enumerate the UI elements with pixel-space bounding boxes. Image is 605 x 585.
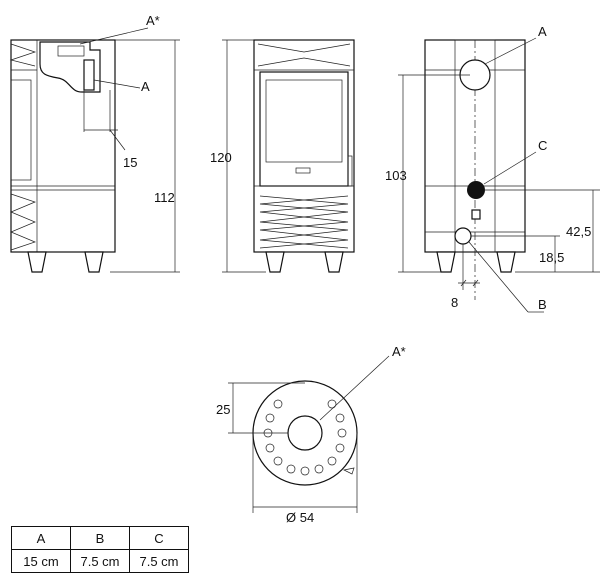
- top-dimension-25: 25: [216, 402, 230, 417]
- side-view: [9, 27, 180, 273]
- outlet-b: [454, 227, 472, 245]
- front-door: [259, 71, 349, 187]
- side-dimension-112: 112: [154, 190, 175, 205]
- front-view: [222, 39, 355, 273]
- back-dimension-8: 8: [451, 295, 458, 310]
- table-header-row: A B C: [11, 526, 189, 550]
- table-row: 15 cm 7.5 cm 7.5 cm: [11, 549, 189, 573]
- back-label-b: B: [538, 297, 547, 312]
- table-cell-b: 7.5 cm: [70, 549, 130, 573]
- back-dimension-42-5: 42,5: [566, 224, 591, 239]
- back-dimension-18-5: 18,5: [539, 250, 564, 265]
- connection-size-table: A B C 15 cm 7.5 cm 7.5 cm: [11, 526, 189, 573]
- table-header-b: B: [70, 526, 130, 550]
- back-label-a: A: [538, 24, 547, 39]
- table-header-c: C: [129, 526, 189, 550]
- top-label-a-star: A*: [392, 344, 406, 359]
- side-label-a-star: A*: [146, 13, 160, 28]
- back-view: [398, 37, 600, 313]
- back-label-c: C: [538, 138, 547, 153]
- side-dimension-15: 15: [123, 155, 137, 170]
- table-cell-c: 7.5 cm: [129, 549, 189, 573]
- top-dimension-diameter: Ø 54: [286, 510, 314, 525]
- top-view: [228, 355, 390, 513]
- table-cell-a: 15 cm: [11, 549, 71, 573]
- front-dimension-120: 120: [210, 150, 232, 165]
- table-header-a: A: [11, 526, 71, 550]
- side-label-a: A: [141, 79, 150, 94]
- outlet-c: [467, 181, 485, 199]
- top-flue: [287, 415, 323, 451]
- back-dimension-103: 103: [385, 168, 407, 183]
